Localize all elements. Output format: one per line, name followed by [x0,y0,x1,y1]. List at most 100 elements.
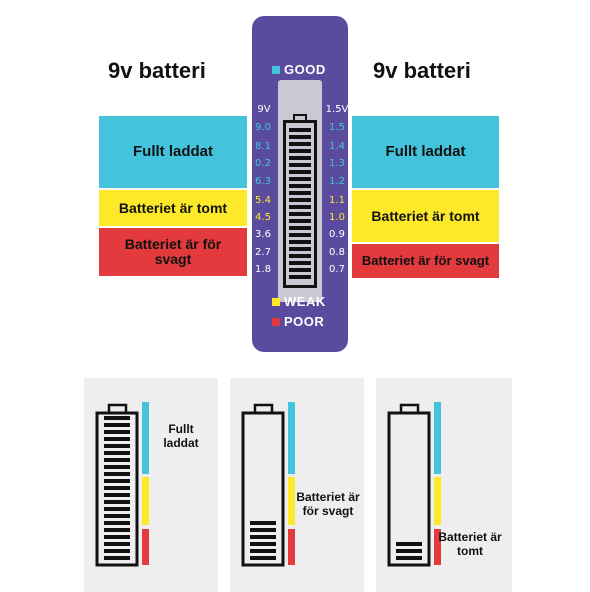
battery-segment [104,500,130,504]
battery-segment [104,556,130,560]
battery-segment [104,451,130,455]
battery-segment [396,549,422,553]
battery-segment [104,514,130,518]
right-scale-value: 1.2 [329,176,345,187]
left-scale-value: 4.5 [255,212,271,223]
battery-segment [104,416,130,420]
right-band-empty-label: Batteriet är tomt [371,207,480,224]
right-scale-value: 0.7 [329,264,345,275]
left-scale-value: 5.4 [255,195,271,206]
panel-weak-caption: Batteriet är för svagt [296,490,360,519]
legend-poor: POOR [272,314,324,329]
strip-full [288,402,295,474]
left-scale-value: 0.2 [255,158,271,169]
right-scale-value: 0.8 [329,247,345,258]
left-scale-value: 3.6 [255,229,271,240]
gauge-segment [289,149,311,153]
battery-body [241,411,285,567]
battery-segment [250,556,276,560]
left-heading: 9v batteri [108,58,206,83]
battery-segment [104,458,130,462]
gauge-segment [289,184,311,188]
battery-tester-device: GOOD 9V 1.5V WEAK POOR [252,16,348,352]
battery-segment [104,521,130,525]
battery-segment [250,535,276,539]
gauge-segment [289,226,311,230]
left-scale-value: 6.3 [255,176,271,187]
battery-segment [104,430,130,434]
gauge-segment [289,261,311,265]
battery-segment [104,486,130,490]
battery-cap [253,403,274,413]
poor-square-icon [272,317,280,326]
battery-segment [104,444,130,448]
gauge-segment [289,275,311,279]
right-band-weak: Batteriet är för svagt [352,244,499,278]
gauge-segment [289,128,311,132]
right-band-empty: Batteriet är tomt [352,190,499,242]
battery-segment [104,437,130,441]
left-scale-value: 8.1 [255,141,271,152]
gauge-segment [289,191,311,195]
left-band-weak: Batteriet är för svagt [99,228,247,276]
left-unit-label: 9V [257,104,271,115]
legend-good-label: GOOD [284,62,326,77]
weak-square-icon [272,297,280,306]
strip-weak [434,529,441,565]
right-band-full-label: Fullt laddat [385,143,466,161]
battery-segment [104,472,130,476]
battery-segment [104,535,130,539]
gauge-segment [289,170,311,174]
panel-weak: Batteriet är för svagt [230,378,364,592]
strip-empty [434,477,441,525]
battery-segment [104,549,130,553]
battery-empty-icon [387,402,441,567]
strip-empty [142,477,149,525]
left-band-full: Fullt laddat [99,116,247,188]
strip-empty [288,477,295,525]
gauge-segment [289,142,311,146]
right-unit-label: 1.5V [325,104,349,115]
gauge-segment [289,212,311,216]
battery-segment [104,528,130,532]
battery-segment [396,556,422,560]
battery-body [95,411,139,567]
left-scale-value: 1.8 [255,264,271,275]
battery-cap [399,403,420,413]
battery-full-icon [95,402,149,567]
gauge-segment [289,205,311,209]
panel-full-caption: Fullt laddat [163,422,199,451]
left-band-weak-label: Batteriet är för svagt [124,236,222,267]
gauge-segment [289,254,311,258]
gauge-segment [289,233,311,237]
battery-segment [104,479,130,483]
right-scale-value: 1.0 [329,212,345,223]
battery-segment [396,542,422,546]
panel-full: Fullt laddat [84,378,218,592]
gauge-segment [289,177,311,181]
left-scale-value: 2.7 [255,247,271,258]
legend-weak: WEAK [272,294,326,309]
gauge-segment [289,247,311,251]
good-square-icon [272,65,280,74]
right-band-weak-label: Batteriet är för svagt [361,253,490,269]
panel-empty-caption: Batteriet är tomt [438,530,502,559]
battery-segment [250,549,276,553]
gauge-segment [289,219,311,223]
gauge-segment [289,268,311,272]
battery-segment [250,528,276,532]
battery-segment [104,493,130,497]
battery-cap [107,403,128,413]
right-scale-value: 0.9 [329,229,345,240]
right-scale-value: 1.3 [329,158,345,169]
left-band-empty: Batteriet är tomt [99,190,247,226]
gauge-battery-icon [279,114,321,288]
right-heading: 9v batteri [373,58,471,83]
right-scale-value: 1.4 [329,141,345,152]
legend-poor-label: POOR [284,314,325,329]
strip-weak [142,529,149,565]
battery-weak-icon [241,402,295,567]
right-scale-value: 1.1 [329,195,345,206]
left-band-empty-label: Batteriet är tomt [118,199,228,216]
strip-weak [288,529,295,565]
